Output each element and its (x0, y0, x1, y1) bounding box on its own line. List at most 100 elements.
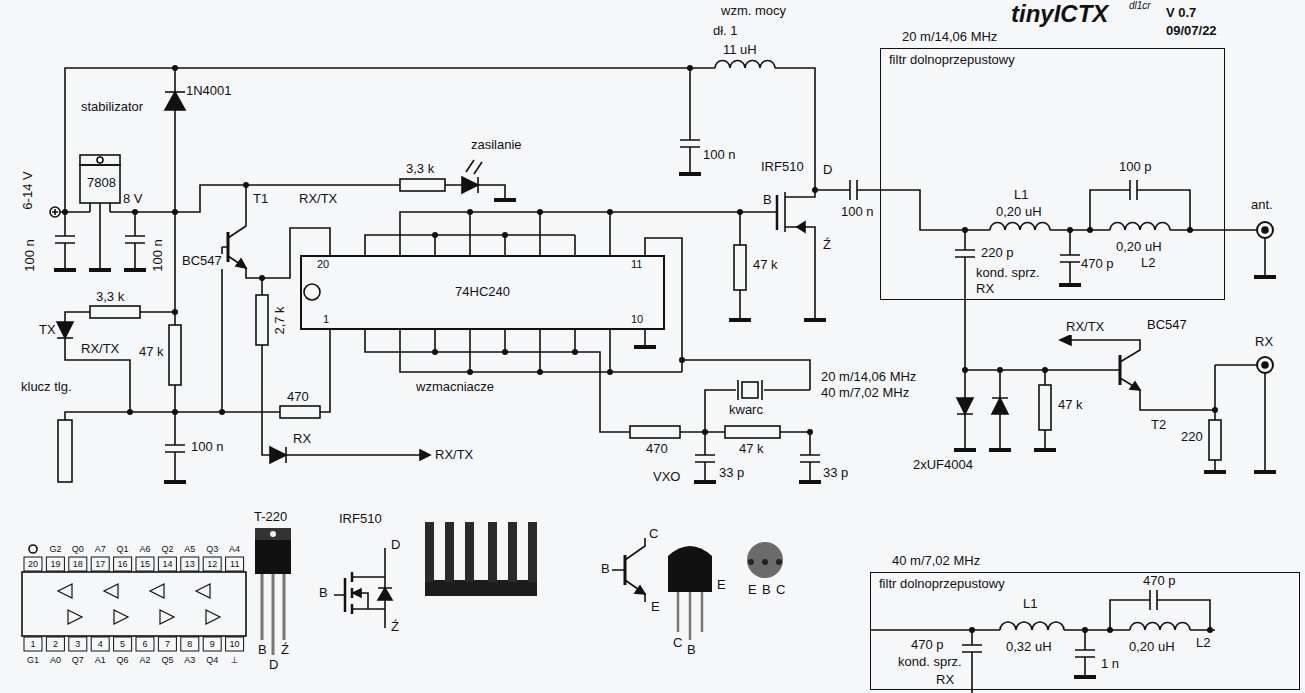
pinout-gates (196, 584, 210, 598)
control-wiring (256, 295, 268, 345)
to92-package (747, 542, 783, 578)
control-wiring (236, 259, 246, 268)
pin-name: B (762, 193, 773, 208)
power-wiring (400, 179, 445, 191)
block-name: VXO (652, 470, 681, 485)
pin-name: Ź (822, 238, 832, 253)
pinout-chip (29, 545, 37, 553)
component-value: 0,32 uH (1005, 640, 1053, 655)
to92-package (668, 542, 783, 640)
pin-number: 5 (119, 639, 126, 649)
ground-symbols (1059, 283, 1081, 287)
pinout-pins (24, 557, 42, 571)
filter-20m-wiring (955, 180, 1273, 370)
pinout-pins (69, 637, 87, 651)
component-value: 0,20 uH (1115, 240, 1163, 255)
heatsink (488, 522, 497, 582)
to220-package (255, 528, 291, 655)
pin-name: B (686, 643, 697, 658)
pinout-gates (58, 584, 72, 598)
junction-dots (687, 65, 693, 71)
part-designator: L2 (1140, 256, 1156, 271)
pin-number: 6 (142, 639, 149, 649)
junction-dots (1207, 627, 1213, 633)
rx-switch-wiring (1119, 355, 1122, 385)
bjt-symbol (612, 538, 645, 602)
pin-name: D (268, 658, 279, 673)
pin-name: B (318, 586, 329, 601)
control-wiring (285, 447, 287, 463)
pin-name: ⊥ (230, 655, 240, 665)
part-name: BC547 (181, 254, 223, 269)
component-value: 220 (1180, 430, 1204, 445)
ground-symbols (694, 480, 716, 484)
power-wiring (55, 68, 815, 268)
filter-40m-wiring (870, 590, 1215, 693)
author-callsign: dl1cr (1128, 0, 1152, 12)
rx-switch-wiring (992, 398, 1008, 414)
pin-number: 3 (74, 639, 81, 649)
junction-dots (1042, 367, 1048, 373)
inductor-coils (1130, 623, 1190, 630)
pin-name: D (390, 538, 401, 553)
junction-dots (127, 409, 133, 415)
pinout-pins (24, 557, 244, 651)
heatsink (528, 522, 537, 582)
pin-name: C (775, 583, 786, 598)
junction-dots (432, 232, 438, 238)
led-name: TX (38, 323, 57, 338)
version: V 0.7 (1165, 6, 1197, 21)
to92-package (668, 546, 712, 592)
amplifier-wiring (365, 212, 810, 432)
supply-voltage: 6-14 V (21, 170, 36, 210)
component-value: 470 p (1080, 257, 1115, 272)
signal-name: RX/TX (80, 342, 120, 357)
power-wiring (50, 207, 60, 217)
ground-symbols (804, 318, 826, 322)
mosfet-symbol (334, 548, 392, 628)
ground-symbols (164, 480, 186, 484)
junction-dots (172, 409, 178, 415)
junction-dots (243, 182, 249, 188)
pinout-pins (46, 557, 64, 571)
ground-symbols (1074, 675, 1096, 679)
filter-40m-wiring (870, 590, 1215, 693)
rx-switch-wiring (1262, 362, 1268, 368)
connector-name: RX (1254, 335, 1274, 350)
control-wiring (57, 337, 73, 339)
ic-body: 74HC240 (300, 255, 665, 330)
bjt-symbol (635, 586, 645, 594)
bjt-symbol (612, 538, 645, 602)
component-value: 33 p (822, 466, 849, 481)
heatsink (445, 522, 454, 582)
junction-dots (1187, 227, 1193, 233)
power-wiring (80, 165, 120, 203)
junction-dots (219, 409, 225, 415)
pinout-gates (160, 610, 174, 624)
junction-dots (1212, 407, 1218, 413)
filter-box: 20 m/14,06 MHzfiltr dolnoprzepustowy (880, 48, 1225, 300)
pin-name: A7 (94, 544, 107, 554)
mosfet-symbol (345, 572, 352, 614)
pin-number: 14 (161, 559, 173, 569)
control-wiring (420, 450, 430, 460)
pinout-pins (203, 637, 221, 651)
to92-package (748, 559, 754, 565)
pin-name: A0 (49, 655, 62, 665)
part-name: IRF510 (338, 512, 383, 527)
signal-name: RX/TX (1065, 320, 1105, 335)
junction-dots (1107, 627, 1113, 633)
pinout-gates (114, 610, 128, 624)
pin-number: 10 (229, 639, 241, 649)
ground-symbols (1034, 448, 1056, 452)
pin-name: A5 (183, 544, 196, 554)
pin-number: 1 (322, 313, 330, 326)
pinout-pins (181, 557, 199, 571)
pin-name: A6 (139, 544, 152, 554)
box-title: filtr dolnoprzepustowy (881, 49, 1023, 68)
power-amplifier (797, 222, 805, 232)
ground-symbols (54, 268, 76, 272)
rx-switch-wiring (1060, 335, 1071, 345)
junction-dots (537, 369, 543, 375)
